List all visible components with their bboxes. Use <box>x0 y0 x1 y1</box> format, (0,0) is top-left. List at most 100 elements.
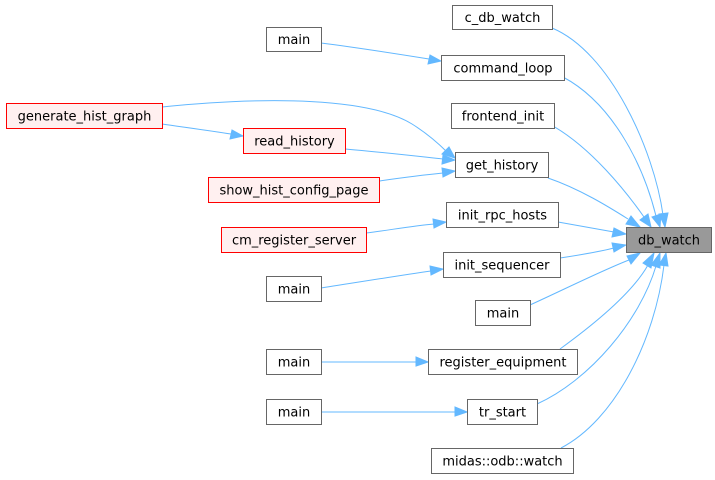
edges-layer <box>161 27 669 449</box>
node-box <box>266 399 322 425</box>
edge-line <box>344 148 444 160</box>
node-midas-odb-watch[interactable]: midas::odb::watch <box>431 448 574 474</box>
node-label: generate_hist_graph <box>18 110 152 125</box>
node-command-loop[interactable]: command_loop <box>441 55 565 81</box>
edge-line <box>161 100 448 153</box>
node-label: c_db_watch <box>465 11 541 26</box>
node-c-db-watch[interactable]: c_db_watch <box>452 5 553 30</box>
node-box <box>467 399 538 425</box>
node-label: read_history <box>254 135 335 150</box>
edge-line <box>547 177 629 220</box>
node-box <box>446 202 559 228</box>
node-label: init_rpc_hosts <box>458 209 547 224</box>
node-box <box>243 128 346 154</box>
edge-main_5-to-tr_start <box>321 406 469 417</box>
edge-line <box>536 265 657 405</box>
edge-line <box>552 125 645 218</box>
edge-get_history-to-db_watch <box>547 177 642 228</box>
edge-main_1-to-command_loop <box>320 42 443 65</box>
node-label: get_history <box>466 159 539 174</box>
node-label: db_watch <box>638 234 700 249</box>
node-box <box>266 276 322 302</box>
node-label: main <box>278 406 310 421</box>
node-generate-hist-graph[interactable]: generate_hist_graph <box>6 103 163 129</box>
edge-arrowhead <box>625 215 642 228</box>
node-main-1[interactable]: main <box>266 27 322 52</box>
edge-arrowhead <box>441 167 457 178</box>
edge-line <box>529 259 630 306</box>
edge-line <box>560 264 665 449</box>
node-label: tr_start <box>479 406 526 421</box>
node-box <box>443 252 561 278</box>
node-tr-start[interactable]: tr_start <box>467 399 538 425</box>
node-label: cm_register_server <box>232 234 357 249</box>
edge-arrowhead <box>626 252 642 265</box>
node-label: main <box>487 307 519 322</box>
node-box <box>451 103 555 129</box>
node-box <box>455 152 549 178</box>
node-label: main <box>278 33 310 48</box>
edge-line <box>378 172 444 182</box>
edge-main_4-to-register_equipment <box>321 356 430 367</box>
node-box <box>441 55 565 81</box>
edge-arrowhead <box>441 154 457 165</box>
edge-main_3-to-db_watch <box>529 252 642 306</box>
node-box <box>428 349 578 375</box>
edge-arrowhead <box>611 227 628 238</box>
edge-tr_start-to-db_watch <box>536 251 661 405</box>
node-box <box>266 349 322 375</box>
edge-line <box>320 42 430 60</box>
edge-line <box>559 264 649 350</box>
edge-arrowhead <box>229 129 245 140</box>
node-label: frontend_init <box>462 110 544 125</box>
edge-arrowhead <box>432 218 448 229</box>
node-label: show_hist_config_page <box>219 184 368 199</box>
node-label: command_loop <box>453 62 552 77</box>
node-show-hist-config-page[interactable]: show_hist_config_page <box>208 177 380 203</box>
node-main-2[interactable]: main <box>266 276 322 302</box>
node-box <box>626 227 712 253</box>
node-cm-register-server[interactable]: cm_register_server <box>221 227 367 253</box>
edge-show_hist_config_page-to-get_history <box>378 167 457 182</box>
node-main-4[interactable]: main <box>266 349 322 375</box>
edge-line <box>557 221 615 233</box>
edge-arrowhead <box>650 251 661 269</box>
edge-arrowhead <box>415 356 430 367</box>
edge-arrowhead <box>429 265 445 276</box>
edge-arrowhead <box>427 54 443 65</box>
edge-arrowhead <box>454 406 469 417</box>
node-box <box>6 103 163 129</box>
edge-register_equipment-to-db_watch <box>559 251 655 350</box>
edge-generate_hist_graph-to-get_history <box>161 100 457 159</box>
node-label: init_sequencer <box>454 259 550 274</box>
node-init-sequencer[interactable]: init_sequencer <box>443 252 561 278</box>
node-register-equipment[interactable]: register_equipment <box>428 349 578 375</box>
edge-line <box>161 123 232 135</box>
node-main-3[interactable]: main <box>475 300 531 326</box>
node-read-history[interactable]: read_history <box>243 128 346 154</box>
edge-command_loop-to-db_watch <box>562 76 662 229</box>
edge-arrowhead <box>639 213 652 229</box>
node-box <box>266 27 322 52</box>
node-main-5[interactable]: main <box>266 399 322 425</box>
edge-frontend_init-to-db_watch <box>552 125 652 229</box>
edge-init_sequencer-to-db_watch <box>559 242 628 259</box>
edge-cm_register_server-to-init_rpc_hosts <box>365 218 448 234</box>
node-init-rpc-hosts[interactable]: init_rpc_hosts <box>446 202 559 228</box>
node-box <box>208 177 380 203</box>
edge-arrowhead <box>651 213 662 229</box>
node-db-watch[interactable]: db_watch <box>626 227 712 253</box>
edge-line <box>320 270 432 289</box>
edge-read_history-to-get_history <box>344 148 457 165</box>
node-box <box>452 5 553 30</box>
node-box <box>475 300 531 326</box>
edge-arrowhead <box>611 242 628 253</box>
node-label: main <box>278 283 310 298</box>
node-frontend-init[interactable]: frontend_init <box>451 103 555 129</box>
edge-init_rpc_hosts-to-db_watch <box>557 221 628 238</box>
edge-line <box>562 76 657 217</box>
node-get-history[interactable]: get_history <box>455 152 549 178</box>
edge-arrowhead <box>658 251 669 267</box>
